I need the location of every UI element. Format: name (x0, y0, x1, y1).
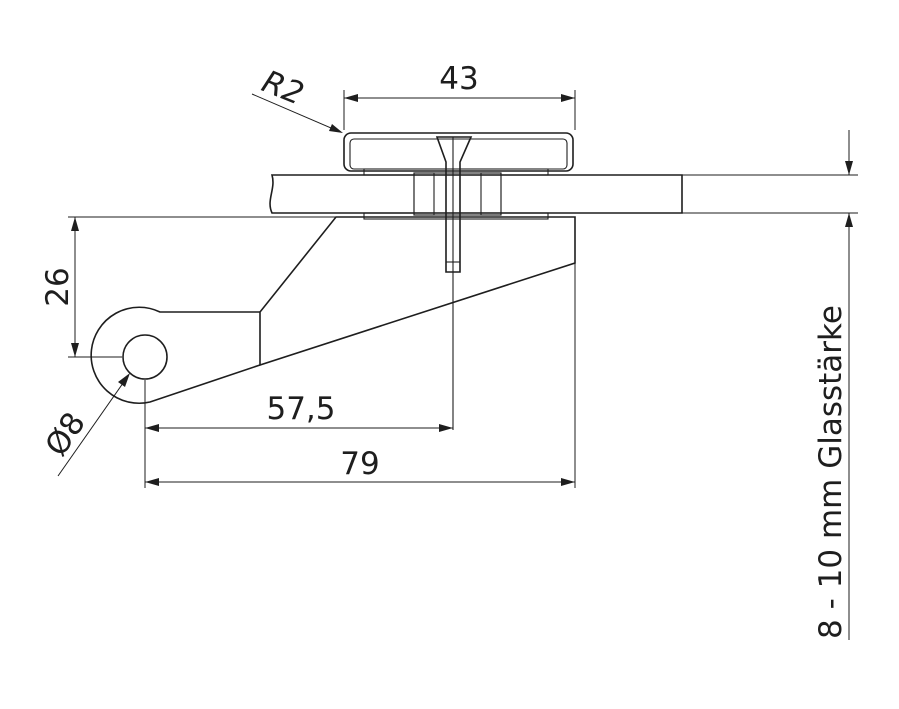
cover-cap (343, 132, 574, 176)
dimension-glass-thickness (845, 130, 853, 640)
mounting-arm (90, 306, 261, 405)
label-26: 26 (40, 267, 76, 306)
dimension-43 (344, 94, 575, 102)
label-r2: R2 (257, 64, 309, 113)
label-diameter: Ø8 (38, 406, 93, 463)
screw-assembly (413, 136, 502, 430)
dimension-79 (145, 478, 575, 486)
extension-lines (68, 90, 858, 488)
bracket-body (259, 212, 576, 367)
label-glass-thickness: 8 - 10 mm Glasstärke (813, 305, 849, 639)
mounting-hole (122, 334, 168, 380)
label-79: 79 (340, 446, 379, 482)
dimension-26 (71, 217, 79, 357)
label-57-5: 57,5 (266, 391, 335, 427)
label-43: 43 (439, 61, 478, 97)
dimension-diameter-leader (57, 373, 130, 477)
dimension-57-5 (145, 424, 453, 432)
glass-panel (269, 174, 683, 214)
dimension-r2-leader (251, 93, 343, 133)
